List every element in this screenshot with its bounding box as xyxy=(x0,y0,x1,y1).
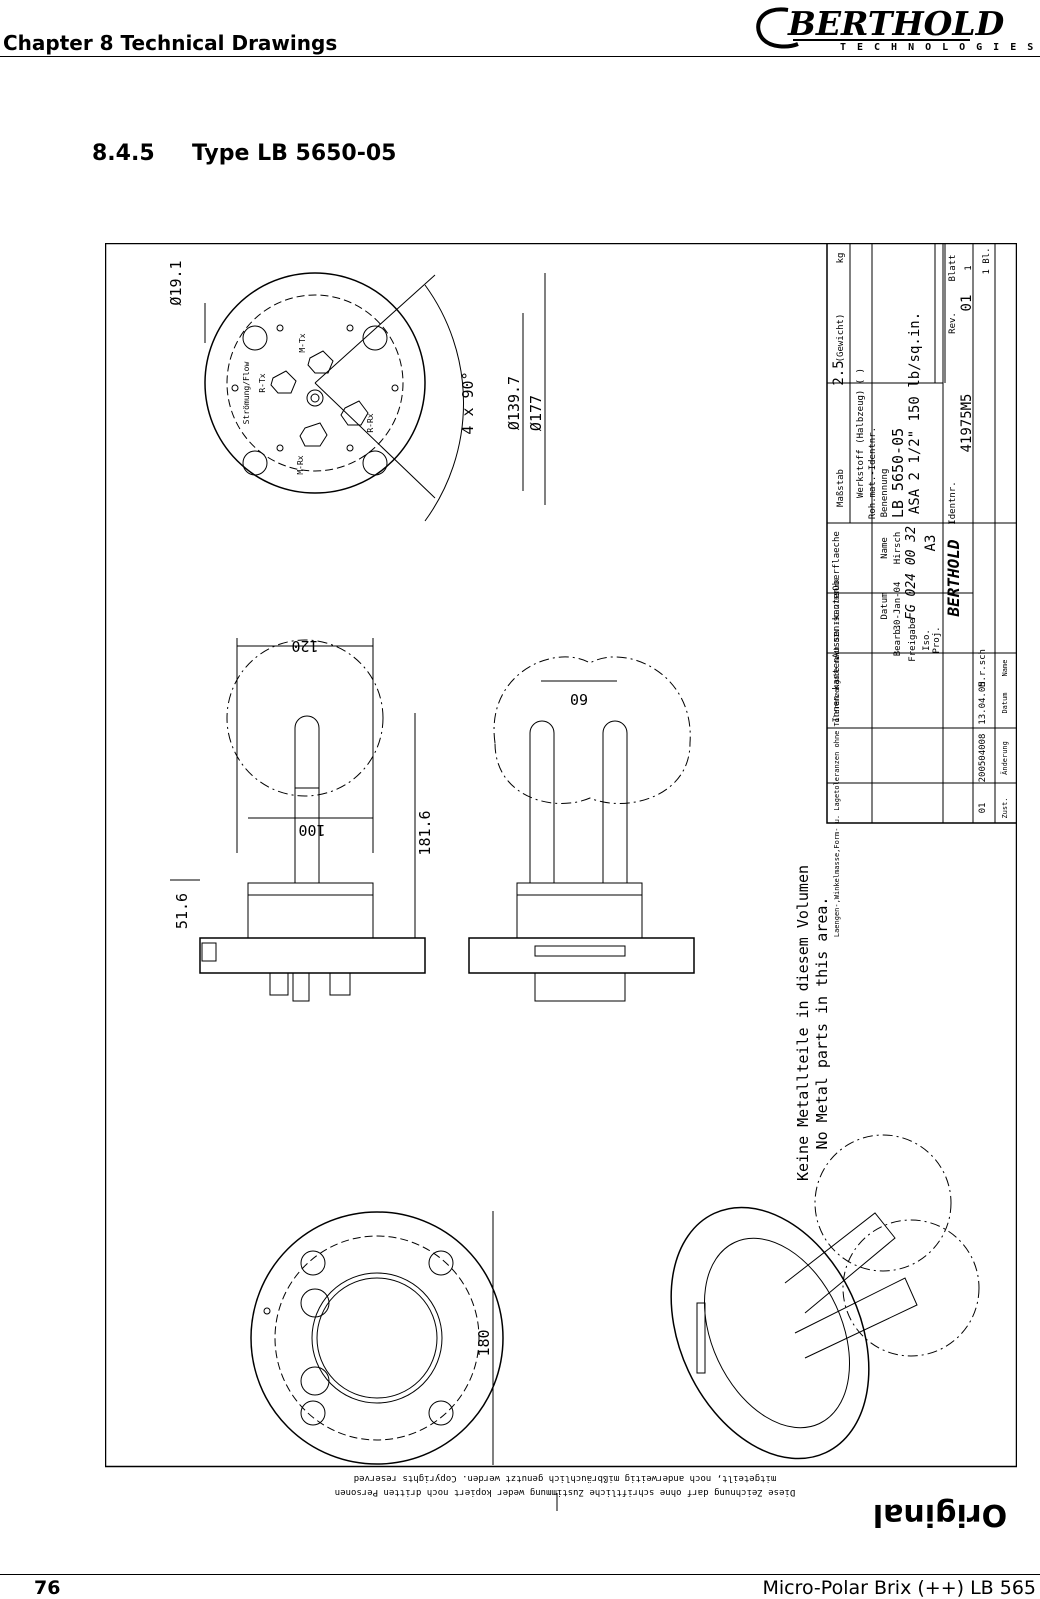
tb-bearb: Bearb. xyxy=(893,624,903,657)
technical-drawing: Ø19.1 4 x 90° Ø139.7 Ø177 M-Tx R-Tx M-Rx… xyxy=(105,243,1017,1532)
dim-d139: Ø139.7 xyxy=(505,376,523,430)
page-header: Chapter 8 Technical Drawings BERTHOLD TE… xyxy=(0,0,1040,58)
dim-w100: 100 xyxy=(298,821,325,839)
tb-bl: 1 Bl. xyxy=(982,247,992,274)
tb-identnr: 41975M5 xyxy=(959,393,975,452)
tb-massstab: 2.5 xyxy=(831,360,847,385)
tb-aenderung: Änderung xyxy=(1000,741,1009,775)
tb-rev-date: 13.04.05 xyxy=(978,681,988,724)
dim-h51: 51.6 xyxy=(173,893,191,929)
tb-freigabe-val: FG 024 00 32 xyxy=(904,526,919,620)
port-label-rtx: R-Tx xyxy=(258,373,267,392)
tb-innen: Innen-kanten xyxy=(832,657,842,722)
side-view-left xyxy=(170,638,426,1002)
tb-iso: Iso. xyxy=(922,629,932,651)
title-block xyxy=(826,243,1017,824)
title-block-text: kg (Gewicht) 2.5 Maßstab Werkstoff (Halb… xyxy=(831,247,1009,937)
port-label-mtx: M-Tx xyxy=(298,333,307,352)
header-rule xyxy=(0,56,1040,57)
page-number: 76 xyxy=(34,1577,61,1599)
tb-aussen: Aussen-kanten xyxy=(832,588,842,658)
tb-bearb-date: 30-Jan-04 xyxy=(893,582,903,631)
tb-name: Name xyxy=(880,537,890,559)
tb-rev-name: H.r.sch xyxy=(978,649,988,687)
tb-tolerance-note: Laengen-,Winkelmasse,Form- u. Lagetolera… xyxy=(833,578,841,937)
product-name: Micro-Polar Brix (++) LB 565 xyxy=(762,1577,1036,1599)
tb-oberflaeche: Oberflaeche xyxy=(832,531,842,591)
tb-freigabe: Freigabe xyxy=(908,618,918,661)
flange-bottom-view xyxy=(250,1211,504,1465)
tb-identnr-label: Identnr. xyxy=(948,481,958,524)
side-view-right xyxy=(468,656,695,1002)
port-label-rrx: R-Rx xyxy=(366,413,375,432)
tb-asa: ASA 2 1/2" 150 lb/sq.in. xyxy=(907,312,923,514)
tb-rev-num: 200504008 xyxy=(978,734,988,783)
tb-format: A3 xyxy=(923,535,939,552)
tb-zustand: Zust. xyxy=(1001,797,1009,818)
tb-datum: Datum xyxy=(880,592,890,619)
tb-kg: kg xyxy=(836,253,846,264)
note-de: Keine Metallteile in diesem Volumen xyxy=(794,865,812,1181)
tb-logo: BERTHOLD xyxy=(944,539,963,617)
copyright-line-1: Diese Zeichnung darf ohne schriftliche Z… xyxy=(335,1487,796,1497)
port-label-mrx: M-Rx xyxy=(296,455,305,474)
dim-d177: Ø177 xyxy=(527,395,545,431)
tb-rohmat: Roh.mat.-Identnr. xyxy=(868,427,878,519)
tb-datum2: Datum xyxy=(1001,692,1009,713)
dim-w180: 180 xyxy=(475,1329,493,1356)
section-heading: 8.4.5 Type LB 5650-05 xyxy=(92,141,397,166)
tb-gewicht: (Gewicht) xyxy=(836,314,846,363)
note-en: No Metal parts in this area. xyxy=(813,897,831,1150)
tb-rev-row: 01 xyxy=(978,803,988,814)
footer-rule xyxy=(0,1574,1040,1575)
original-stamp: Original xyxy=(873,1497,1007,1532)
logo-main-text: BERTHOLD xyxy=(787,4,1005,43)
tb-rev: 01 xyxy=(959,295,975,312)
isometric-view xyxy=(670,1134,980,1460)
tb-massstab-label: Maßstab xyxy=(836,469,846,507)
tb-proj: Proj. xyxy=(932,626,942,653)
tb-blatt-label: Blatt xyxy=(948,254,958,281)
section-number: 8.4.5 xyxy=(92,141,155,166)
dim-angle: 4 x 90° xyxy=(459,371,477,434)
copyright-line-2: mitgeteilt, noch anderweitig mißbräuchli… xyxy=(354,1473,777,1483)
logo-sub-text: TECHNOLOGIES xyxy=(840,42,1038,53)
tb-benennung: LB 5650-05 xyxy=(889,428,907,518)
dim-w120: 120 xyxy=(291,637,318,655)
tb-blatt: 1 xyxy=(964,265,974,270)
berthold-logo: BERTHOLD TECHNOLOGIES xyxy=(756,4,1038,53)
tb-benennung-label: Benennung xyxy=(880,469,890,518)
chapter-title: Chapter 8 Technical Drawings xyxy=(3,31,338,55)
section-title: Type LB 5650-05 xyxy=(192,141,397,166)
tb-name2: Name xyxy=(1001,660,1009,677)
port-label-flow: Strömung/Flow xyxy=(242,362,251,425)
tb-rev-label: Rev. xyxy=(948,312,958,334)
tb-werkstoff: Werkstoff (Halbzeug) ( ) xyxy=(856,368,866,498)
tb-bearb-name: Hirsch xyxy=(893,532,903,565)
dim-d19: Ø19.1 xyxy=(167,260,185,305)
dim-h181: 181.6 xyxy=(416,810,434,855)
flange-top-view xyxy=(204,272,546,522)
dim-w60: 60 xyxy=(570,690,588,708)
